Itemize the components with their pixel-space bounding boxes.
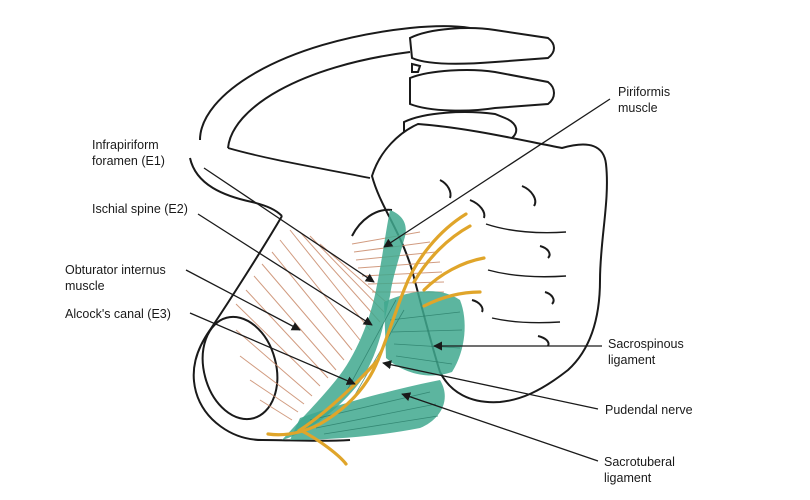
label-obturator-internus: Obturator internus muscle	[65, 263, 166, 293]
leader-piriformis	[383, 98, 611, 248]
leader-sacrotuberal	[401, 392, 599, 462]
label-pudendal-nerve: Pudendal nerve	[605, 403, 693, 417]
label-alcocks-canal: Alcock's canal (E3)	[65, 307, 171, 321]
sciatic-notch-outline	[351, 208, 393, 237]
leader-pudendal	[382, 360, 599, 410]
leader-obturator	[185, 269, 301, 331]
sacral-foramina	[439, 179, 555, 347]
label-infrapiriform-foramen: Infrapiriform foramen (E1)	[92, 138, 165, 168]
iliac-wing-inner-outline	[227, 51, 411, 149]
iliac-crest-outline	[199, 25, 471, 141]
label-sacrotuberal: Sacrotuberal ligament	[604, 455, 675, 485]
leader-ischial-spine	[197, 213, 373, 326]
label-piriformis: Piriformis muscle	[618, 85, 671, 115]
ilium-to-sacrum-line	[227, 147, 371, 179]
obturator-foramen	[201, 315, 279, 421]
label-sacrospinous: Sacrospinous ligament	[608, 337, 684, 367]
iliac-wing-lower-outline	[189, 157, 283, 217]
pudendal-nerve	[266, 212, 486, 466]
leader-infrapiriform	[203, 167, 375, 283]
leader-alcock	[189, 312, 356, 385]
sacral-transverse-lines	[485, 223, 567, 324]
hip-bone-lower-outline	[192, 215, 351, 442]
sacrospinous-ligament	[384, 291, 465, 376]
leader-lines	[185, 98, 611, 462]
label-ischial-spine: Ischial spine (E2)	[92, 202, 188, 216]
